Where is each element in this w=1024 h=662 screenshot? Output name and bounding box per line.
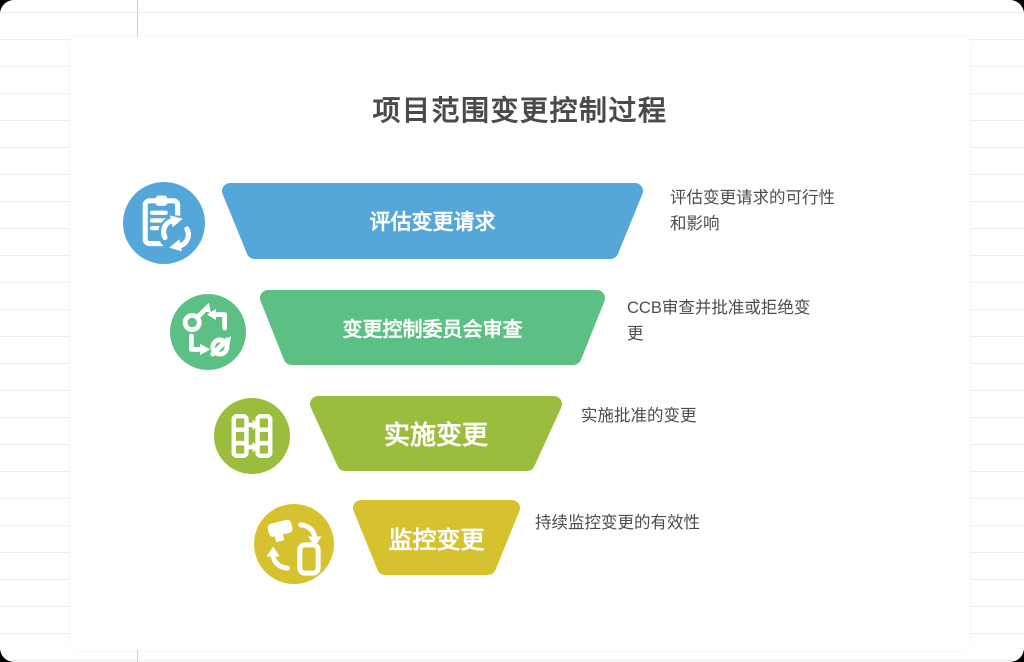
stage-monitor-description: 持续监控变更的有效性: [535, 514, 700, 532]
stage-implement-trapezoid: 实施变更: [310, 396, 562, 471]
implement-migration-icon: [214, 398, 290, 474]
page-title: 项目范围变更控制过程: [372, 95, 668, 126]
stage-monitor-trapezoid: 监控变更: [353, 500, 520, 575]
content-card: 项目范围变更控制过程 评估变更请求 评估变更请求的可行性和影响: [70, 37, 970, 650]
stage-ccb-review-description: CCB审查并批准或拒绝变更: [627, 299, 811, 343]
monitor-sync-icon: [254, 504, 334, 584]
stage-ccb-review-trapezoid: 变更控制委员会审查: [260, 290, 605, 365]
change-cycle-icon: [170, 294, 246, 370]
stage-implement-description: 实施批准的变更: [581, 407, 697, 425]
stage-implement-label: 实施变更: [383, 420, 488, 450]
stage-evaluate-description: 评估变更请求的可行性和影响: [670, 189, 835, 233]
stage-ccb-review-label: 变更控制委员会审查: [342, 319, 523, 341]
stage-evaluate-trapezoid: 评估变更请求: [222, 183, 643, 259]
stage-monitor-label: 监控变更: [388, 527, 485, 554]
clipboard-sync-icon: [123, 182, 205, 264]
stage-evaluate-label: 评估变更请求: [369, 211, 496, 234]
